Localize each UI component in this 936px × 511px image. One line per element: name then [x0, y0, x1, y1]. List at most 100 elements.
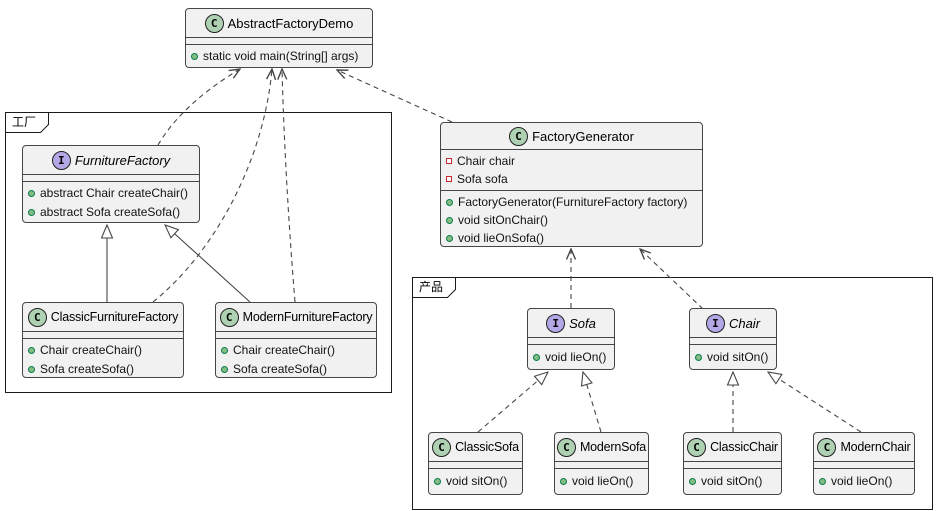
empty-fields-compartment	[814, 462, 914, 469]
class-modernchair: C ModernChair void lieOn()	[813, 432, 915, 495]
class-icon: C	[687, 437, 707, 457]
class-title: C ClassicFurnitureFactory	[23, 303, 183, 332]
interface-icon: I	[705, 313, 725, 333]
method-text: Sofa createSofa()	[233, 362, 328, 376]
class-modernsofa: C ModernSofa void lieOn()	[554, 432, 649, 495]
field-row: Chair chair	[446, 152, 697, 170]
field-text: Chair chair	[457, 154, 516, 168]
visibility-public-icon	[446, 234, 453, 242]
method-text: void lieOn()	[572, 474, 634, 488]
methods-compartment: FactoryGenerator(FurnitureFactory factor…	[441, 191, 702, 249]
empty-fields-compartment	[216, 332, 376, 339]
method-row: void sitOn()	[689, 472, 776, 491]
method-row: Chair createChair()	[28, 341, 178, 360]
class-name: ModernChair	[840, 440, 911, 454]
empty-fields-compartment	[690, 338, 776, 345]
method-row: void lieOnSofa()	[446, 229, 697, 247]
visibility-public-icon	[446, 216, 453, 224]
class-abstractfactorydemo: C AbstractFactoryDemo static void main(S…	[185, 8, 373, 68]
class-title: I Sofa	[528, 309, 614, 338]
class-factorygenerator: C FactoryGenerator Chair chair Sofa sofa…	[440, 122, 703, 247]
visibility-public-icon	[446, 198, 453, 206]
method-text: static void main(String[] args)	[203, 49, 359, 63]
class-title: I Chair	[690, 309, 776, 338]
methods-compartment: void sitOn()	[429, 469, 522, 494]
method-row: FactoryGenerator(FurnitureFactory factor…	[446, 193, 697, 211]
empty-fields-compartment	[684, 462, 781, 469]
method-row: Chair createChair()	[221, 341, 371, 360]
visibility-public-icon	[28, 209, 35, 216]
class-title: I FurnitureFactory	[23, 146, 199, 175]
fields-compartment: Chair chair Sofa sofa	[441, 150, 702, 191]
visibility-public-icon	[28, 190, 35, 197]
class-classicchair: C ClassicChair void sitOn()	[683, 432, 782, 495]
visibility-public-icon	[560, 478, 567, 485]
method-row: abstract Chair createChair()	[28, 184, 194, 203]
class-modernfurniturefactory: C ModernFurnitureFactory Chair createCha…	[215, 302, 377, 378]
package-tab-icon	[412, 277, 456, 298]
method-text: FactoryGenerator(FurnitureFactory factor…	[458, 195, 688, 209]
visibility-public-icon	[819, 478, 826, 485]
visibility-private-icon	[446, 176, 452, 182]
class-name: FurnitureFactory	[74, 152, 171, 168]
method-row: void lieOn()	[819, 472, 909, 491]
method-row: void lieOn()	[533, 348, 609, 367]
empty-fields-compartment	[186, 38, 372, 45]
method-row: Sofa createSofa()	[221, 360, 371, 379]
method-text: void sitOn()	[701, 474, 763, 488]
visibility-public-icon	[221, 366, 228, 373]
methods-compartment: Chair createChair() Sofa createSofa()	[23, 339, 183, 381]
empty-fields-compartment	[23, 175, 199, 182]
visibility-public-icon	[695, 353, 702, 361]
class-title: C ClassicChair	[684, 433, 781, 462]
interface-furniturefactory: I FurnitureFactory abstract Chair create…	[22, 145, 200, 223]
method-text: Chair createChair()	[233, 343, 336, 357]
empty-fields-compartment	[429, 462, 522, 469]
interface-chair: I Chair void sitOn()	[689, 308, 777, 370]
class-icon: C	[27, 307, 47, 327]
interface-icon: I	[546, 313, 566, 333]
class-name: Sofa	[569, 315, 596, 331]
method-text: void lieOn()	[831, 474, 893, 488]
method-row: void lieOn()	[560, 472, 643, 491]
empty-fields-compartment	[528, 338, 614, 345]
method-text: void lieOn()	[545, 349, 607, 364]
visibility-public-icon	[533, 353, 540, 361]
interface-icon: I	[51, 150, 71, 170]
class-title: C ClassicSofa	[429, 433, 522, 462]
class-name: ClassicChair	[710, 440, 778, 454]
visibility-public-icon	[191, 53, 198, 60]
methods-compartment: abstract Chair createChair() abstract So…	[23, 182, 199, 224]
visibility-public-icon	[28, 366, 35, 373]
class-icon: C	[432, 437, 452, 457]
class-title: C ModernSofa	[555, 433, 648, 462]
methods-compartment: static void main(String[] args)	[186, 45, 372, 68]
visibility-public-icon	[28, 347, 35, 354]
class-classicsofa: C ClassicSofa void sitOn()	[428, 432, 523, 495]
package-product-label: 产品	[419, 280, 444, 294]
class-title: C AbstractFactoryDemo	[186, 9, 372, 38]
class-title: C FactoryGenerator	[441, 123, 702, 150]
methods-compartment: void sitOn()	[690, 345, 776, 369]
package-tab-icon	[5, 112, 49, 133]
class-icon: C	[204, 13, 224, 33]
methods-compartment: Chair createChair() Sofa createSofa()	[216, 339, 376, 381]
method-text: abstract Chair createChair()	[40, 186, 189, 200]
class-icon: C	[817, 437, 837, 457]
method-text: Sofa createSofa()	[40, 362, 135, 376]
class-name: FactoryGenerator	[532, 128, 634, 144]
class-icon: C	[556, 437, 576, 457]
visibility-public-icon	[689, 478, 696, 485]
class-name: ModernSofa	[579, 440, 647, 454]
field-row: Sofa sofa	[446, 170, 697, 188]
empty-fields-compartment	[555, 462, 648, 469]
method-text: void sitOnChair()	[458, 213, 549, 227]
method-row: void sitOn()	[434, 472, 517, 491]
method-row: void sitOn()	[695, 348, 771, 367]
class-icon: C	[219, 307, 239, 327]
method-row: abstract Sofa createSofa()	[28, 203, 194, 222]
class-classicfurniturefactory: C ClassicFurnitureFactory Chair createCh…	[22, 302, 184, 378]
methods-compartment: void sitOn()	[684, 469, 781, 494]
class-name: Chair	[728, 315, 761, 331]
class-name: ModernFurnitureFactory	[242, 310, 373, 324]
